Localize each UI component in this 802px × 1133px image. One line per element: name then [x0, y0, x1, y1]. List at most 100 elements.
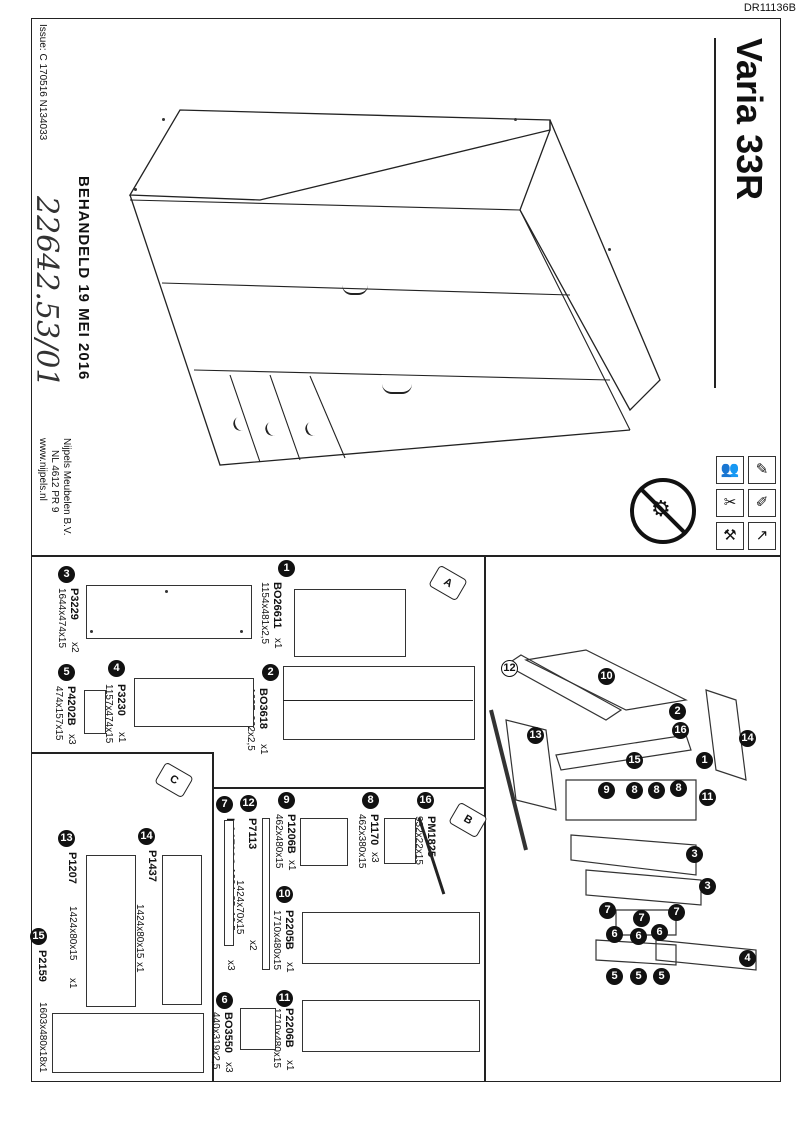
part-6-qty: x3	[223, 1062, 234, 1073]
part-8-number: 8	[362, 792, 379, 809]
part-15-panel	[52, 1013, 204, 1073]
exploded-label: 10	[598, 668, 615, 685]
part-16-number: 16	[417, 792, 434, 809]
cabinet-hole	[162, 118, 165, 121]
part-7-number: 7	[216, 796, 233, 813]
sheet-frame	[31, 18, 781, 1082]
part-9-dimensions: 462x480x15	[273, 814, 284, 869]
exploded-label: 8	[648, 782, 665, 799]
part-2-code: BO3618	[257, 688, 269, 729]
hammer-icon: ⚒	[716, 522, 744, 550]
part-10-qty: x1	[284, 962, 295, 973]
part-1-panel	[294, 589, 406, 657]
exploded-label: 5	[606, 968, 623, 985]
exploded-label: 8	[670, 780, 687, 797]
exploded-label: 11	[699, 789, 716, 806]
part-15-number: 15	[30, 928, 47, 945]
scissors-icon: ✂	[716, 489, 744, 517]
part-3-qty: x2	[69, 642, 80, 653]
stamp-text: BEHANDELD 19 MEI 2016	[75, 176, 92, 381]
part-13-code: P1207	[66, 852, 78, 884]
exploded-label: 16	[672, 722, 689, 739]
part-1-code: BO26611	[271, 582, 283, 629]
exploded-label: 6	[606, 926, 623, 943]
exploded-label: 13	[527, 727, 544, 744]
part-9-panel	[300, 818, 348, 866]
part-10-panel	[302, 912, 480, 964]
company-address: NL 4612 PR 9	[49, 450, 60, 513]
part-15-code: P2159	[36, 950, 48, 982]
part-6-number: 6	[216, 992, 233, 1009]
part-2-number: 2	[262, 664, 279, 681]
exploded-label: 9	[598, 782, 615, 799]
part-11-qty: x1	[284, 1060, 295, 1071]
part-8-panel	[384, 818, 416, 864]
phillips-screwdriver-icon: ✐	[748, 489, 776, 517]
exploded-label: 7	[668, 904, 685, 921]
exploded-view-panels	[489, 649, 757, 971]
part-11-code: P2206B	[283, 1008, 295, 1048]
cabinet-hole	[514, 118, 517, 121]
part-7-strip	[224, 820, 234, 946]
exploded-label: 12	[501, 660, 518, 677]
part-3-number: 3	[58, 566, 75, 583]
part-8-qty: x3	[369, 852, 380, 863]
document-code: DR11136B	[743, 2, 796, 14]
part-4-qty: x1	[116, 732, 127, 743]
part-5-panel	[84, 690, 106, 734]
exploded-label: 3	[686, 846, 703, 863]
door-handle-large	[382, 384, 412, 394]
part-1-qty: x1	[272, 638, 283, 649]
exploded-label: 14	[739, 730, 756, 747]
part-2-split	[283, 700, 473, 701]
part-5-qty: x3	[66, 734, 77, 745]
exploded-label: 4	[739, 950, 756, 967]
panel-hole	[90, 630, 93, 633]
part-1-number: 1	[278, 560, 295, 577]
title-rule	[714, 38, 716, 388]
part-13-number: 13	[58, 830, 75, 847]
divider-horizontal	[31, 555, 781, 557]
exploded-label: 2	[669, 703, 686, 720]
exploded-label: 6	[630, 928, 647, 945]
part-14-number: 14	[138, 828, 155, 845]
part-3-code: P3229	[68, 588, 80, 620]
part-4-panel	[134, 678, 254, 727]
part-2-panel	[283, 666, 475, 740]
part-13-panel	[86, 855, 136, 1007]
part-3-panel	[86, 585, 252, 639]
exploded-label: 3	[699, 878, 716, 895]
screwdriver-icon: ✎	[748, 456, 776, 484]
part-9-qty: x1	[286, 860, 297, 871]
exploded-label: 7	[599, 902, 616, 919]
part-15-dimensions: 1603x480x18	[37, 1002, 48, 1063]
part-15-qty: x1	[37, 1062, 48, 1073]
exploded-label: 5	[653, 968, 670, 985]
part-5-number: 5	[58, 664, 75, 681]
handwritten-number: 22642.53/01	[29, 196, 64, 388]
part-10-dimensions: 1710x480x15	[271, 910, 282, 971]
part-9-code: P1206B	[285, 814, 297, 854]
flat-screwdriver-icon: ↗	[748, 522, 776, 550]
divider-group-c-right	[212, 752, 214, 1082]
part-12-code: P7113	[246, 818, 258, 850]
cabinet-outline	[128, 109, 661, 466]
company-website: www.nijpels.nl	[37, 438, 48, 501]
part-8-code: P1170	[368, 814, 380, 846]
cabinet-hole	[608, 248, 611, 251]
part-14-panel	[162, 855, 202, 1005]
drill-icon: ⚙	[651, 496, 671, 521]
part-4-code: P3230	[115, 684, 127, 716]
panel-hole	[240, 630, 243, 633]
part-10-number: 10	[276, 886, 293, 903]
part-10-code: P2205B	[283, 910, 295, 950]
exploded-label: 8	[626, 782, 643, 799]
cabinet-hole	[134, 188, 137, 191]
divider-group-b-top	[212, 787, 485, 789]
divider-group-c-top	[31, 752, 213, 754]
part-13-dimensions: 1424x80x15	[67, 906, 78, 961]
exploded-label: 6	[651, 924, 668, 941]
part-5-dimensions: 474x157x15	[53, 686, 64, 741]
part-6-code: BO3550	[222, 1012, 234, 1053]
part-12-number: 12	[240, 795, 257, 812]
